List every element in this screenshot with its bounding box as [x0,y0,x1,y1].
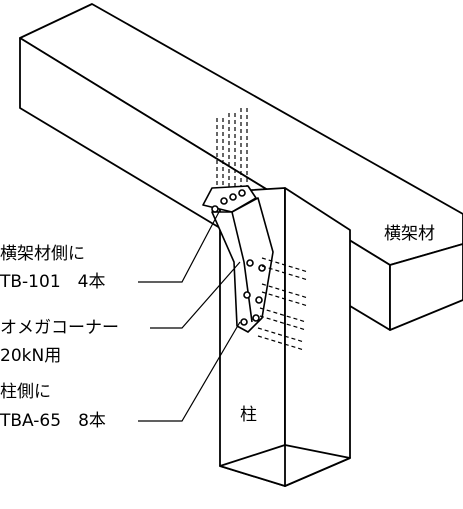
bracket-hole [211,205,219,213]
post-screws-label-line2: TBA-65 8本 [0,411,106,431]
post-screw [261,283,309,299]
leader-post-screws [138,321,241,422]
post-screws [257,257,309,351]
hardware-label-line2: 20kN用 [0,346,62,366]
leader-lines [138,209,241,422]
bracket-hole [240,318,248,326]
bracket-hole [229,193,237,201]
post-screw [261,291,309,307]
post-screw [259,307,307,323]
post-screw [257,335,305,351]
bracket-hole [246,259,254,267]
hardware-label-line1: オメガコーナー [0,318,119,338]
bracket-hole [243,291,251,299]
beam-end-face [389,243,463,331]
bracket-hole [220,197,228,205]
bracket-hole [258,264,266,272]
leader-hardware [150,261,241,329]
post-screw [261,265,309,281]
beam-screws-label-line1: 横架材側に [0,244,85,264]
post-screw [261,257,309,273]
post-side-face [284,187,351,487]
omega-corner-bracket [202,185,274,333]
post-label: 柱 [240,405,257,425]
bracket-hole [252,314,260,322]
beam-screws-label-line2: TB-101 4本 [0,272,106,292]
post-screws-label-line1: 柱側に [0,382,51,402]
beam-label: 横架材 [384,224,435,244]
post-screw [259,315,307,331]
post-screw [257,327,305,343]
bracket-fold [231,211,253,323]
bracket-hole [255,296,263,304]
leader-beam-screws [138,209,221,283]
bracket-hole [238,189,246,197]
